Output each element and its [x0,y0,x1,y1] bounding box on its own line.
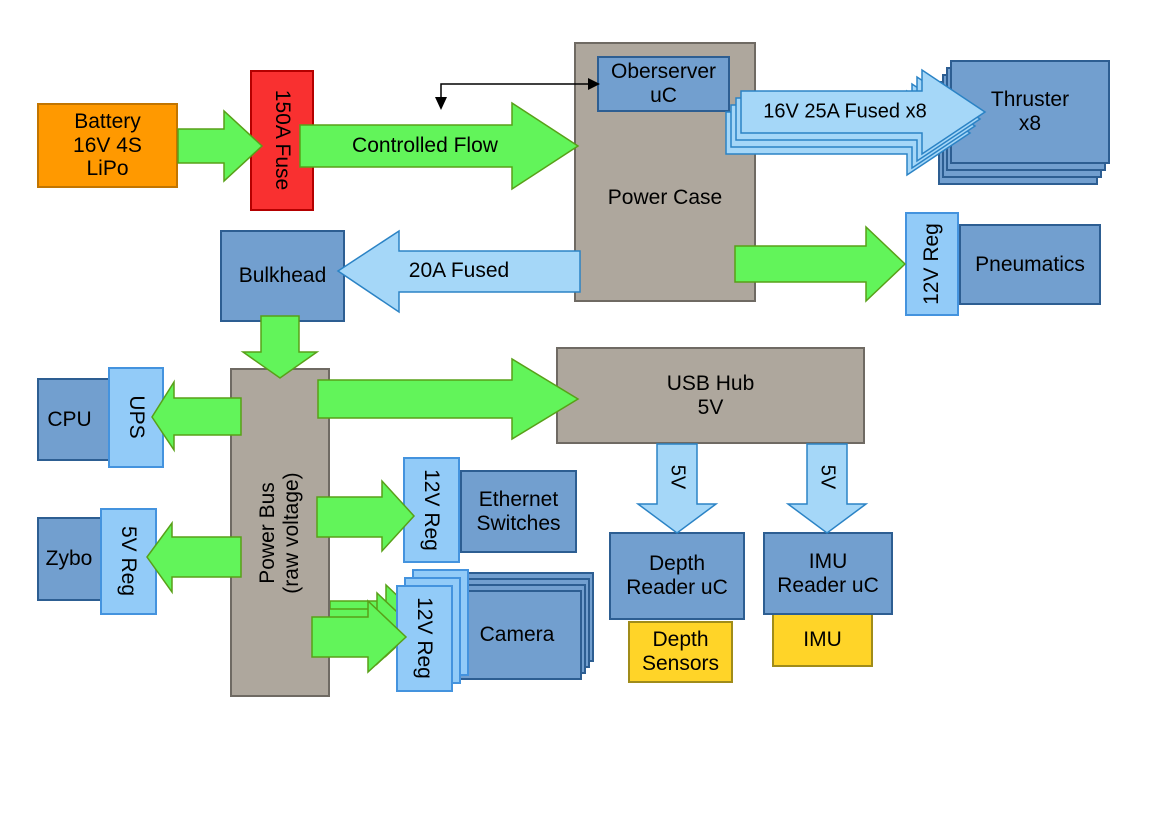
imu-label: IMU [803,628,842,652]
camera-box: Camera [452,590,582,680]
pneumatics-label: Pneumatics [975,252,1085,276]
control-connector-arrowhead-down [435,97,447,110]
depth-sensors-label: Depth Sensors [641,628,720,675]
power-bus-label: Power Bus (raw voltage) [256,472,303,594]
case-to-pneumatics-arrow [734,225,907,303]
depth-sensors-box: Depth Sensors [628,621,733,683]
zybo-reg-label: 5V Reg [117,525,140,597]
bulkhead-feed-label: 20A Fused [408,259,510,282]
camera-reg-label: 12V Reg [413,597,436,679]
zybo-label: Zybo [45,547,93,571]
bus-to-ups-arrow [151,379,242,453]
thruster-label: Thruster x8 [990,88,1070,135]
depth-5v-label: 5V [666,464,689,490]
pneumatics-reg-label: 12V Reg [920,223,944,305]
bus-to-usb-hub-arrow [317,357,580,441]
power-case-label: Power Case [607,186,723,210]
imu-reader-box: IMU Reader uC [763,532,893,615]
bus-to-ethernet-reg-arrow [316,479,416,553]
battery-box: Battery 16V 4S LiPo [37,103,178,188]
fuse-label: 150A Fuse [271,89,294,191]
ethernet-switches-box: Ethernet Switches [460,470,577,553]
camera-label: Camera [479,623,555,647]
depth-reader-label: Depth Reader uC [626,552,728,599]
pneumatics-box: Pneumatics [959,224,1101,305]
bulkhead-label: Bulkhead [238,264,327,288]
ups-label: UPS [125,395,148,439]
imu-5v-label: 5V [816,464,839,490]
thruster-feed-label: 16V 25A Fused x8 [763,100,927,123]
ethernet-switches-label: Ethernet Switches [476,487,561,535]
observer-uc-label: Oberserver uC [610,60,717,107]
ethernet-reg-label: 12V Reg [420,469,443,551]
usb-hub-label: USB Hub 5V [666,371,755,419]
battery-label: Battery 16V 4S LiPo [73,109,142,181]
observer-uc-box: Oberserver uC [597,56,730,112]
thruster-box: Thruster x8 [950,60,1110,164]
depth-reader-box: Depth Reader uC [609,532,745,620]
usb-hub-box: USB Hub 5V [556,347,865,444]
bus-to-zybo-reg-arrow [146,520,242,595]
imu-box: IMU [772,613,873,667]
cpu-label: CPU [47,407,92,431]
bulkhead-box: Bulkhead [220,230,345,322]
controlled-flow-label: Controlled Flow [352,134,498,157]
control-connector-line [440,83,588,98]
imu-reader-label: IMU Reader uC [777,549,879,597]
